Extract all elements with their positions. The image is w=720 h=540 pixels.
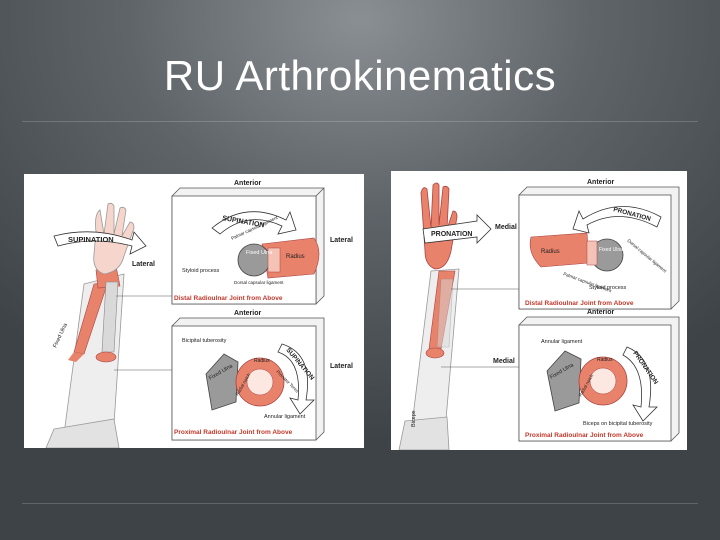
distal-radius-label: Radius xyxy=(286,254,305,260)
pronation-arrow xyxy=(572,206,662,234)
pronation-illustration: PRONATION Medial Biceps Anterior PRONATI… xyxy=(398,179,680,451)
proximal-annular-label: Annular ligament xyxy=(541,339,583,345)
proximal-biceps-label: Biceps on bicipital tuberosity xyxy=(583,421,653,427)
proximal-side-label: Medial xyxy=(493,358,515,365)
proximal-supination-arrow xyxy=(277,343,315,415)
pronation-figure: PRONATION Medial Biceps Anterior PRONATI… xyxy=(391,171,687,451)
proximal-heading: Anterior xyxy=(234,310,262,317)
proximal-side-label: Lateral xyxy=(330,363,353,370)
distal-dorsal-ligament-label: Dorsal capsular ligament xyxy=(234,280,284,285)
arm-motion-label: PRONATION xyxy=(431,231,472,238)
distal-caption: Distal Radioulnar Joint from Above xyxy=(525,300,634,307)
proximal-radius-label: Radius xyxy=(597,357,613,363)
distal-radius-label: Radius xyxy=(541,249,560,255)
supination-arm: SUPINATION Lateral Fixed Ulna xyxy=(45,202,155,449)
distal-caption: Distal Radioulnar Joint from Above xyxy=(174,295,283,302)
proximal-rujoint-box: Anterior SUPINATION Bicipital tuberosity… xyxy=(171,310,353,441)
proximal-radius-label: Radius xyxy=(254,358,270,364)
arm-side-label: Lateral xyxy=(132,261,155,268)
distal-side-label: Lateral xyxy=(330,237,353,244)
proximal-bicipital-label: Bicipital tuberosity xyxy=(182,338,227,344)
distal-heading: Anterior xyxy=(234,180,262,187)
supination-illustration: SUPINATION Lateral Fixed Ulna Anterior S… xyxy=(45,180,353,449)
title-divider xyxy=(22,121,698,122)
proximal-caption: Proximal Radioulnar Joint from Above xyxy=(525,432,644,439)
arm-motion-label: SUPINATION xyxy=(68,235,114,244)
pronation-arm: PRONATION Medial Biceps xyxy=(398,182,517,451)
supination-arrow xyxy=(211,210,297,235)
proximal-heading: Anterior xyxy=(587,309,615,316)
distal-heading: Anterior xyxy=(587,179,615,186)
distal-fixed-ulna-label: Fixed Ulna xyxy=(246,250,273,256)
arm-biceps-label: Biceps xyxy=(411,410,417,427)
footer-divider xyxy=(22,503,698,504)
proximal-annular-label: Annular ligament xyxy=(264,414,306,420)
distal-rujoint-box: Anterior SUPINATION Radius Fixed Ulna Pa… xyxy=(171,180,353,305)
supination-figure: SUPINATION Lateral Fixed Ulna Anterior S… xyxy=(24,174,364,449)
arm-side-label: Medial xyxy=(495,224,517,231)
slide-title: RU Arthrokinematics xyxy=(163,52,557,99)
distal-fixed-ulna-label: Fixed Ulna xyxy=(599,247,623,253)
arm-fixed-ulna-label: Fixed Ulna xyxy=(52,322,69,349)
proximal-caption: Proximal Radioulnar Joint from Above xyxy=(174,429,293,436)
proximal-rujoint-box: Anterior PRONATION Annular ligament Fixe… xyxy=(493,309,680,442)
proximal-pronation-arrow xyxy=(622,346,658,422)
distal-styloid-label: Styloid process xyxy=(182,268,220,274)
distal-styloid-label: Styloid process xyxy=(589,285,627,291)
distal-rujoint-box: Anterior PRONATION Radius Fixed Ulna Dor… xyxy=(518,179,680,310)
